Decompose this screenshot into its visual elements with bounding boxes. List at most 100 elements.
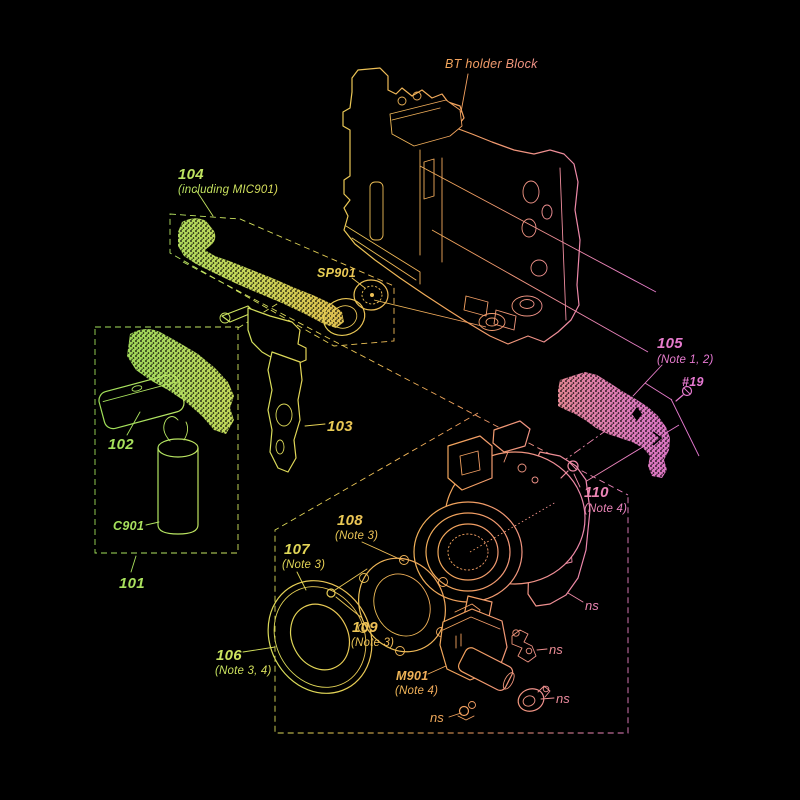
label-m901-note: (Note 4) [395, 685, 438, 697]
label-101: 101 [119, 575, 145, 592]
case-edge [102, 381, 178, 403]
label-109: 109 [352, 619, 378, 636]
leader-102 [126, 411, 141, 436]
screw-19-head [681, 385, 693, 397]
leader-109 [335, 596, 363, 619]
body-hole-4 [530, 259, 548, 277]
leader-103 [304, 423, 326, 427]
capacitor-top [157, 438, 199, 458]
label-108: 108 [337, 512, 363, 529]
leader-106 [242, 646, 276, 653]
capacitor-lead-1 [163, 416, 179, 442]
ring108-inner [373, 573, 431, 637]
body-bottom-box-1 [463, 295, 489, 317]
ring107-hole [289, 603, 351, 671]
body-right-inner-edge [559, 167, 567, 321]
leader-108 [361, 541, 405, 562]
labels: BT holder Block 104 (including MIC901) S… [108, 57, 714, 725]
label-107-note: (Note 3) [282, 559, 325, 571]
screw-109-head [326, 588, 336, 598]
bracket-hinge [247, 307, 307, 367]
label-105-note: (Note 1, 2) [657, 354, 714, 366]
label-19: #19 [682, 375, 704, 389]
body-speaker-seat-outer [478, 313, 506, 331]
label-107: 107 [284, 541, 310, 558]
bracket-axle-end [219, 312, 231, 324]
screw-110 [560, 460, 579, 479]
screw-110-shaft [560, 470, 569, 479]
body-hole-3 [541, 204, 553, 220]
leader-ns4 [448, 712, 462, 718]
hinge-knuckle-1 [397, 96, 407, 106]
label-108-note: (Note 3) [335, 530, 378, 542]
label-sp901: SP901 [317, 266, 356, 280]
evf-window [459, 450, 481, 476]
leader-ns1 [567, 592, 584, 603]
leader-107 [296, 571, 307, 591]
group-box-104 [169, 213, 395, 347]
camera-body [342, 67, 657, 353]
screw-110-head [567, 460, 579, 472]
screw-109-link [334, 568, 368, 591]
label-105: 105 [657, 335, 683, 352]
bracket-slot [275, 439, 285, 455]
leader-ns2 [536, 648, 548, 651]
screw-19-slot [683, 387, 691, 395]
guide-dash-main [182, 261, 629, 496]
speaker-gasket-outer [322, 298, 366, 336]
lens-axis-dotted [469, 501, 557, 553]
leader-lines [126, 73, 663, 718]
ring108-tab-5 [358, 623, 368, 633]
ring108-tab-2 [438, 577, 448, 587]
label-bt-holder: BT holder Block [445, 57, 538, 71]
capacitor-body [157, 447, 199, 535]
ring-108 [358, 555, 448, 656]
hinge-knuckle-2 [412, 91, 422, 101]
speaker-center [370, 293, 374, 297]
label-109-note: (Note 3) [351, 637, 394, 649]
leader-ns3 [540, 697, 555, 700]
ring108-tab-1 [399, 555, 409, 565]
capacitor-c901 [157, 416, 199, 535]
bt-holder-edge [391, 107, 441, 121]
speaker-outer-ring [353, 279, 389, 311]
group-box-101 [94, 326, 239, 554]
leader-110 [573, 473, 581, 488]
ns-clamp-hole [522, 695, 536, 707]
lens-block [413, 420, 591, 623]
label-106-note: (Note 3, 4) [215, 665, 272, 677]
label-ns-2: ns [549, 642, 563, 657]
bracket-103 [219, 305, 307, 473]
bracket-hole [275, 403, 293, 427]
body-details [345, 91, 567, 331]
ns-bracket-screw-1 [512, 629, 520, 637]
lens-aperture [447, 533, 489, 571]
screw-110-slot [569, 462, 577, 470]
label-m901: M901 [396, 669, 428, 683]
lens-front-ring-inner [437, 523, 499, 581]
body-diagonal-2 [431, 229, 649, 353]
grip-chevron [652, 431, 663, 446]
grip-panel-line-1 [644, 382, 673, 401]
label-103: 103 [327, 418, 353, 435]
leader-sp901 [351, 277, 366, 289]
speaker-inner-ring [361, 285, 383, 305]
ring107-outer [267, 580, 373, 694]
ns-bracket-shape [511, 629, 537, 663]
ns-bracket-screw-2 [525, 647, 533, 655]
top-bracket-flag [492, 420, 531, 453]
flag-stem [503, 451, 509, 463]
leader-105 [632, 364, 663, 397]
lens-front-ring-mid [425, 512, 511, 592]
motor-m901 [439, 603, 515, 691]
case-outline [98, 374, 185, 430]
ns-part-bracket [511, 629, 537, 663]
capacitor-lead-2 [183, 421, 189, 441]
bt-holder-block-part [389, 99, 463, 147]
label-102: 102 [108, 436, 134, 453]
evf-box [447, 435, 493, 491]
motor-vents [455, 633, 462, 649]
screw-19-shaft [675, 394, 684, 402]
speaker-axis [373, 299, 487, 328]
